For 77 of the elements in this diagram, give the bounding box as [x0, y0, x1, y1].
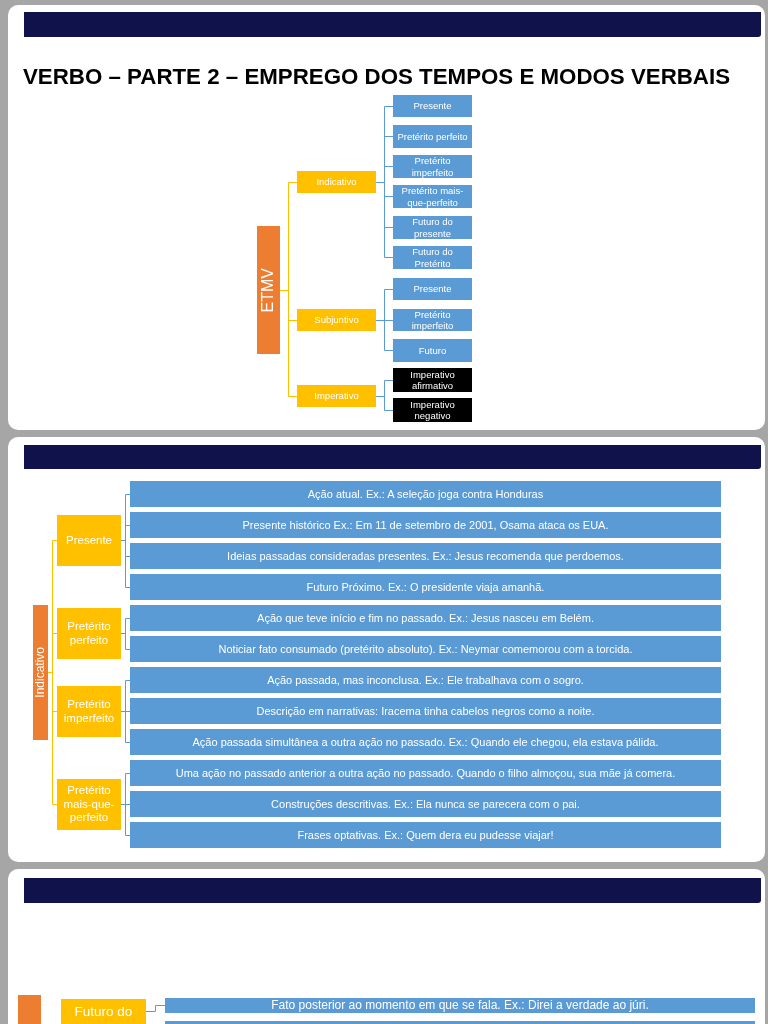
item-box [393, 155, 472, 178]
item-box [130, 543, 721, 569]
category-label: Pretérito mais-que-perfeito [62, 784, 116, 825]
item-box [393, 339, 472, 362]
item-label: Imperativo negativo [409, 399, 456, 421]
item-label: Frases optativas. Ex.: Quem dera eu pudesse viajar! [297, 828, 554, 842]
item-box [130, 791, 721, 817]
item-label: Ideias passadas consideradas presentes. Ex.: Jesus recomenda que perdoemos. [227, 549, 624, 563]
connector-line [375, 182, 394, 258]
item-box [393, 216, 472, 239]
item-label: Construções descritivas. Ex.: Ela nunca se parecera com o pai. [271, 797, 580, 811]
category-label: Imperativo [314, 390, 359, 402]
item-box [130, 512, 721, 538]
item-box [130, 481, 721, 507]
category-box [297, 385, 376, 407]
item-box [130, 729, 721, 755]
item-label: Presente [413, 283, 452, 295]
item-box [130, 760, 721, 786]
item-box [393, 398, 472, 422]
item-box [393, 95, 472, 117]
item-box [130, 605, 721, 631]
item-label: Fato posterior ao momento em que se fala. Ex.: Direi a verdade ao júri. [271, 998, 649, 1013]
category-box [57, 608, 121, 659]
category-label: Pretérito imperfeito [62, 698, 116, 725]
slide-title: VERBO – PARTE 2 – EMPREGO DOS TEMPOS E MODOS VERBAIS [23, 65, 731, 89]
item-label: Ação atual. Ex.: A seleção joga contra Honduras [307, 487, 544, 501]
item-box [393, 246, 472, 269]
item-box [393, 278, 472, 300]
item-label: Presente histórico Ex.: Em 11 de setembro de 2001, Osama ataca os EUA. [242, 518, 609, 532]
category-box [61, 999, 146, 1024]
category-label: Presente [66, 533, 112, 548]
topic-label: Indicativo [33, 647, 48, 698]
item-box [165, 998, 755, 1013]
item-label: Futuro Próximo. Ex.: O presidente viaja amanhã. [306, 580, 545, 594]
item-box [393, 125, 472, 148]
connector-line [120, 540, 131, 588]
item-box [393, 368, 472, 392]
item-label: Pretérito perfeito [397, 131, 468, 142]
connector-line [47, 672, 58, 805]
item-label: Ação passada simultânea a outra ação no passado. Ex.: Quando ele chegou, ela estava pálida. [192, 735, 659, 749]
connector-line [145, 1005, 166, 1012]
category-label: Futuro do [74, 1003, 133, 1020]
item-label: Uma ação no passado anterior a outra ação no passado. Quando o filho almoçou, sua mãe já comera. [175, 766, 676, 780]
item-box [130, 574, 721, 600]
item-label: Futuro [418, 345, 447, 356]
item-box [130, 667, 721, 693]
category-box [57, 515, 121, 566]
item-label: Pretérito mais-que-perfeito [400, 185, 465, 208]
category-box [297, 171, 376, 193]
category-label: Pretérito perfeito [66, 620, 112, 647]
item-label: Imperativo afirmativo [409, 369, 456, 391]
item-label: Descrição em narrativas: Iracema tinha cabelos negros como a noite. [256, 704, 595, 718]
item-box [130, 698, 721, 724]
item-label: Ação passada, mas inconclusa. Ex.: Ele trabalhava com o sogro. [267, 673, 584, 687]
item-label: Pretérito imperfeito [410, 155, 455, 178]
item-box [393, 309, 472, 331]
item-label: Futuro do Pretérito [411, 246, 454, 269]
topic-bar [33, 605, 48, 740]
category-label: Subjuntivo [314, 314, 359, 326]
item-box [165, 1021, 755, 1024]
item-box [130, 822, 721, 848]
connector-line [375, 396, 394, 411]
item-label: Ação que teve início e fim no passado. Ex.: Jesus nasceu em Belém. [257, 611, 594, 625]
topic-bar [257, 226, 280, 354]
category-box [57, 686, 121, 737]
item-box [393, 185, 472, 208]
item-label: Futuro do presente [411, 216, 454, 239]
item-label: Presente [413, 100, 452, 112]
topic-label: ETMV [259, 267, 278, 313]
category-box [297, 309, 376, 331]
category-label: Indicativo [316, 176, 357, 188]
connector-line [375, 320, 394, 351]
item-label: Noticiar fato consumado (pretérito absoluto). Ex.: Neymar comemorou com a torcida. [218, 642, 633, 656]
item-box [130, 636, 721, 662]
topic-bar [18, 995, 41, 1024]
item-label: Pretérito imperfeito [410, 309, 455, 331]
connector-line [279, 290, 298, 397]
